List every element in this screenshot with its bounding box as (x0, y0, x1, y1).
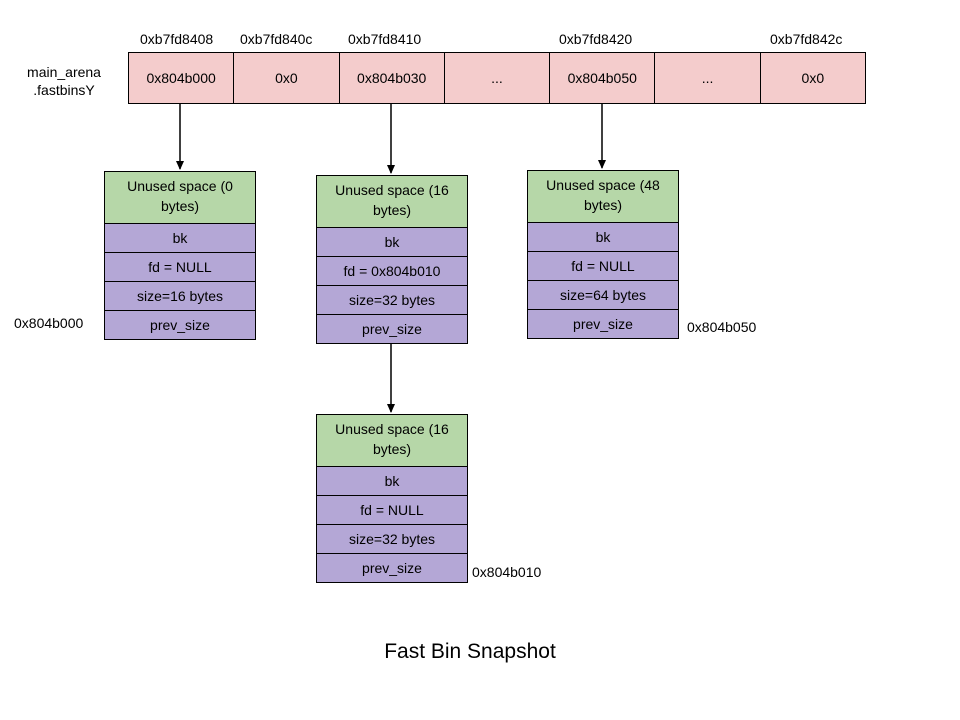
array-address-3: 0xb7fd8420 (559, 31, 633, 47)
chunk-prev-size: prev_size (317, 315, 467, 343)
array-cell: 0x0 (760, 53, 865, 103)
chunk-box: Unused space (0 bytes) bk fd = NULL size… (104, 171, 256, 340)
array-address-1: 0xb7fd840c (240, 31, 313, 47)
chunk-unused-space: Unused space (16 bytes) (317, 415, 467, 467)
array-cell: 0x804b000 (129, 53, 235, 103)
chunk-size: size=32 bytes (317, 286, 467, 315)
chunk-prev-size: prev_size (528, 310, 678, 338)
array-cell: 0x0 (234, 53, 340, 103)
chunk-box: Unused space (16 bytes) bk fd = 0x804b01… (316, 175, 468, 344)
chunk-bk: bk (528, 223, 678, 252)
array-cell: ... (655, 53, 761, 103)
fastbins-array-label: main_arena .fastbinsY (14, 63, 114, 99)
chunk-address: 0x804b000 (14, 315, 84, 331)
chunk-prev-size: prev_size (317, 554, 467, 582)
array-cell: 0x804b030 (339, 53, 445, 103)
chunk-box: Unused space (48 bytes) bk fd = NULL siz… (527, 170, 679, 339)
chunk-unused-space: Unused space (0 bytes) (105, 172, 255, 224)
chunk-fd: fd = NULL (528, 252, 678, 281)
chunk-address: 0x804b010 (472, 564, 542, 580)
fastbins-array-label-line2: .fastbinsY (33, 82, 95, 98)
chunk-address: 0x804b050 (687, 319, 757, 335)
chunk-size: size=64 bytes (528, 281, 678, 310)
chunk-box: Unused space (16 bytes) bk fd = NULL siz… (316, 414, 468, 583)
fastbins-array-label-line1: main_arena (27, 64, 101, 80)
chunk-fd: fd = NULL (317, 496, 467, 525)
chunk-bk: bk (105, 224, 255, 253)
chunk-size: size=16 bytes (105, 282, 255, 311)
array-address-2: 0xb7fd8410 (348, 31, 422, 47)
chunk-size: size=32 bytes (317, 525, 467, 554)
chunk-unused-space: Unused space (16 bytes) (317, 176, 467, 228)
array-address-4: 0xb7fd842c (770, 31, 843, 47)
array-cell: 0x804b050 (550, 53, 656, 103)
fastbins-array: 0x804b000 0x0 0x804b030 ... 0x804b050 ..… (128, 52, 866, 104)
chunk-fd: fd = NULL (105, 253, 255, 282)
chunk-unused-space: Unused space (48 bytes) (528, 171, 678, 223)
diagram-title: Fast Bin Snapshot (384, 640, 556, 663)
chunk-bk: bk (317, 467, 467, 496)
array-cell: ... (444, 53, 551, 103)
chunk-bk: bk (317, 228, 467, 257)
chunk-prev-size: prev_size (105, 311, 255, 339)
array-address-0: 0xb7fd8408 (140, 31, 214, 47)
chunk-fd: fd = 0x804b010 (317, 257, 467, 286)
